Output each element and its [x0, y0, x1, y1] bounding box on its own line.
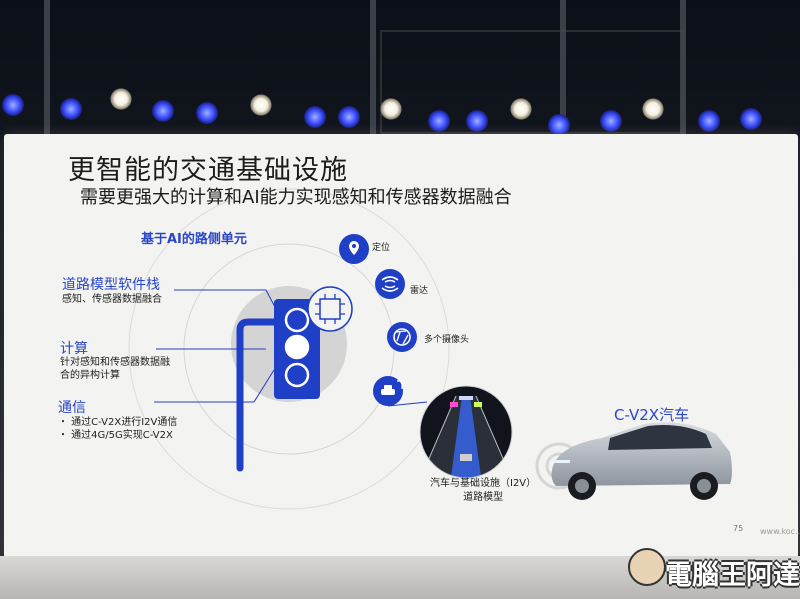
- watermark-url: www.koc...: [760, 527, 800, 536]
- stage-light: [250, 94, 272, 116]
- ai-chip-brain-icon: [308, 287, 352, 331]
- stage-light: [510, 98, 532, 120]
- section-heading-software-stack: 道路模型软件栈: [62, 274, 160, 294]
- stage-light: [548, 114, 570, 136]
- stage-light: [60, 98, 82, 120]
- stage-pillar: [370, 0, 376, 140]
- section-heading-communication: 通信: [58, 397, 86, 417]
- site-watermark: 電腦王阿達: [665, 553, 800, 592]
- cv2x-car-title: C-V2X汽车: [614, 404, 689, 425]
- stage-light: [2, 94, 24, 116]
- slide-subtitle: 需要更强大的计算和AI能力实现感知和传感器数据融合: [80, 183, 512, 209]
- stage-light: [642, 98, 664, 120]
- stage-light: [428, 110, 450, 132]
- sensor-label-cameras: 多个摄像头: [424, 332, 469, 345]
- watermark-mascot-icon: [628, 548, 666, 586]
- stage-light: [466, 110, 488, 132]
- section-text: ・ 通过4G/5G实现C-V2X: [58, 428, 173, 443]
- road-model-caption: 汽车与基础设施（I2V） 道路模型: [430, 477, 536, 505]
- sensor-label-positioning: 定位: [372, 240, 390, 253]
- cv2x-car-image: [552, 422, 733, 500]
- stage-light: [740, 108, 762, 130]
- section-text: 感知、传感器数据融合: [62, 292, 162, 307]
- stage-light: [304, 106, 326, 128]
- caption-line: 道路模型: [430, 491, 536, 505]
- section-text: 合的异构计算: [60, 368, 120, 383]
- stage-light: [110, 88, 132, 110]
- camera-aperture-icon: [387, 322, 417, 352]
- stage-light: [698, 110, 720, 132]
- slide-title: 更智能的交通基础设施: [68, 148, 348, 187]
- stage-light: [380, 98, 402, 120]
- road-model-scene: [414, 384, 524, 484]
- stage-backdrop-frame: [380, 30, 684, 134]
- stage-pillar: [44, 0, 50, 140]
- stage-light: [196, 102, 218, 124]
- stage-light: [152, 100, 174, 122]
- signal-lamp: [286, 336, 308, 358]
- radar-icon: [375, 269, 405, 299]
- caption-line: 汽车与基础设施（I2V）: [430, 477, 536, 491]
- stage-light: [600, 110, 622, 132]
- stage-light: [338, 106, 360, 128]
- slide-page-number: 75: [733, 524, 743, 533]
- roadside-unit-title: 基于AI的路侧单元: [141, 228, 247, 247]
- sensor-label-radar: 雷达: [410, 283, 428, 296]
